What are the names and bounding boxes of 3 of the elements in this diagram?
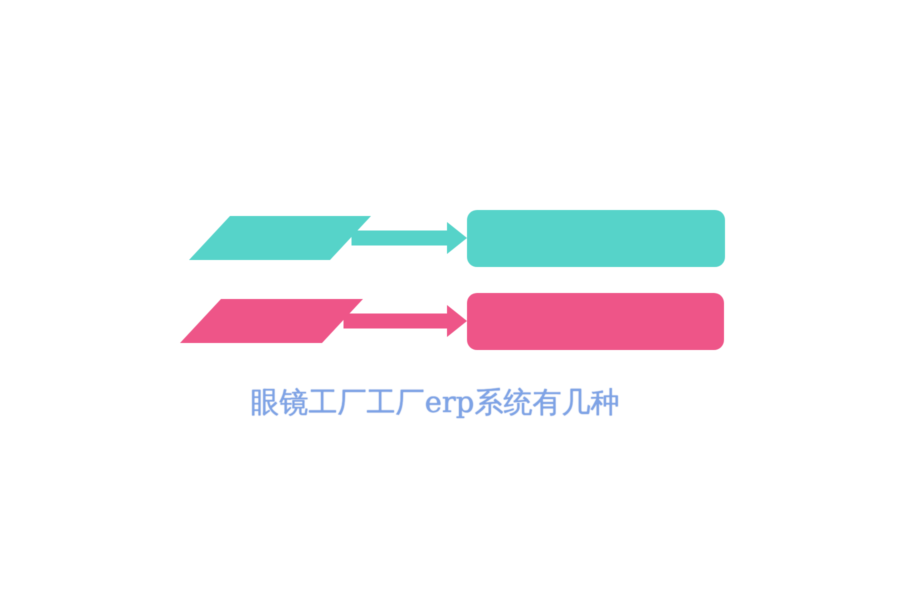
title: 眼镜工厂工厂erp系统有几种 [250, 385, 620, 419]
arrow [352, 222, 467, 254]
arrow [344, 305, 467, 337]
